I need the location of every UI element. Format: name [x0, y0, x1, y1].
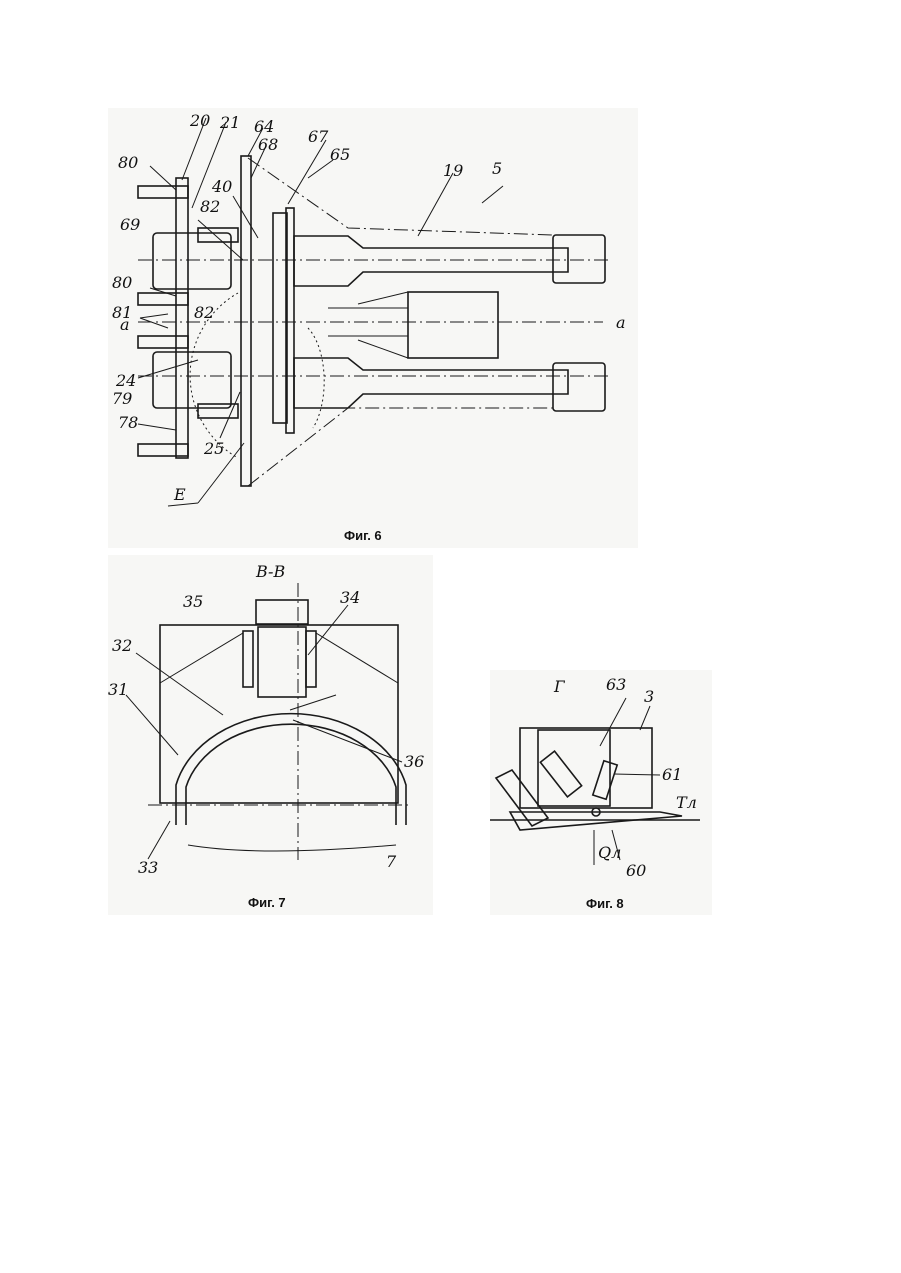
label-20: 20: [189, 111, 210, 130]
figure-8: Г 63 3 61 Тл Qл 60 Фиг. 8: [490, 670, 712, 915]
label-40: 40: [211, 177, 232, 196]
label-65: 65: [330, 145, 350, 164]
label-63: 63: [606, 675, 626, 694]
label-36: 36: [404, 752, 424, 771]
view-label: Г: [553, 677, 566, 696]
label-68: 68: [258, 135, 278, 154]
label-T: Тл: [676, 793, 697, 812]
label-60: 60: [626, 861, 646, 880]
label-34: 34: [340, 588, 360, 607]
label-19: 19: [443, 161, 463, 180]
label-a-left: a: [120, 315, 130, 334]
caption-fig6: Фиг. 6: [344, 528, 382, 543]
label-69: 69: [120, 215, 140, 234]
label-33: 33: [138, 858, 158, 877]
label-25: 25: [203, 439, 224, 458]
label-82-mid: 82: [194, 303, 214, 322]
label-3: 3: [644, 687, 654, 706]
label-E: E: [173, 485, 186, 504]
section-label-BB: B-B: [255, 562, 285, 581]
label-Q: Qл: [598, 843, 621, 862]
caption-fig7: Фиг. 7: [248, 895, 286, 910]
label-78: 78: [118, 413, 138, 432]
caption-fig8: Фиг. 8: [586, 896, 624, 911]
label-7: 7: [386, 852, 397, 871]
label-82-top: 82: [200, 197, 220, 216]
label-67: 67: [308, 127, 329, 146]
label-80-top: 80: [118, 153, 138, 172]
label-79: 79: [112, 389, 132, 408]
label-24: 24: [115, 371, 136, 390]
label-21: 21: [219, 113, 240, 132]
label-61: 61: [662, 765, 682, 784]
figure-6: 20 21 64 68 67 65 19 5 80 40 82 69 80 82…: [108, 108, 638, 548]
label-5: 5: [492, 159, 502, 178]
label-64: 64: [254, 117, 274, 136]
label-32: 32: [112, 636, 132, 655]
label-a-right: a: [616, 313, 626, 332]
label-80-mid: 80: [112, 273, 132, 292]
figure-7: B-B 35 34 32 31 36 33 7 Фиг. 7: [108, 555, 433, 915]
label-31: 31: [108, 680, 128, 699]
label-35: 35: [183, 592, 203, 611]
